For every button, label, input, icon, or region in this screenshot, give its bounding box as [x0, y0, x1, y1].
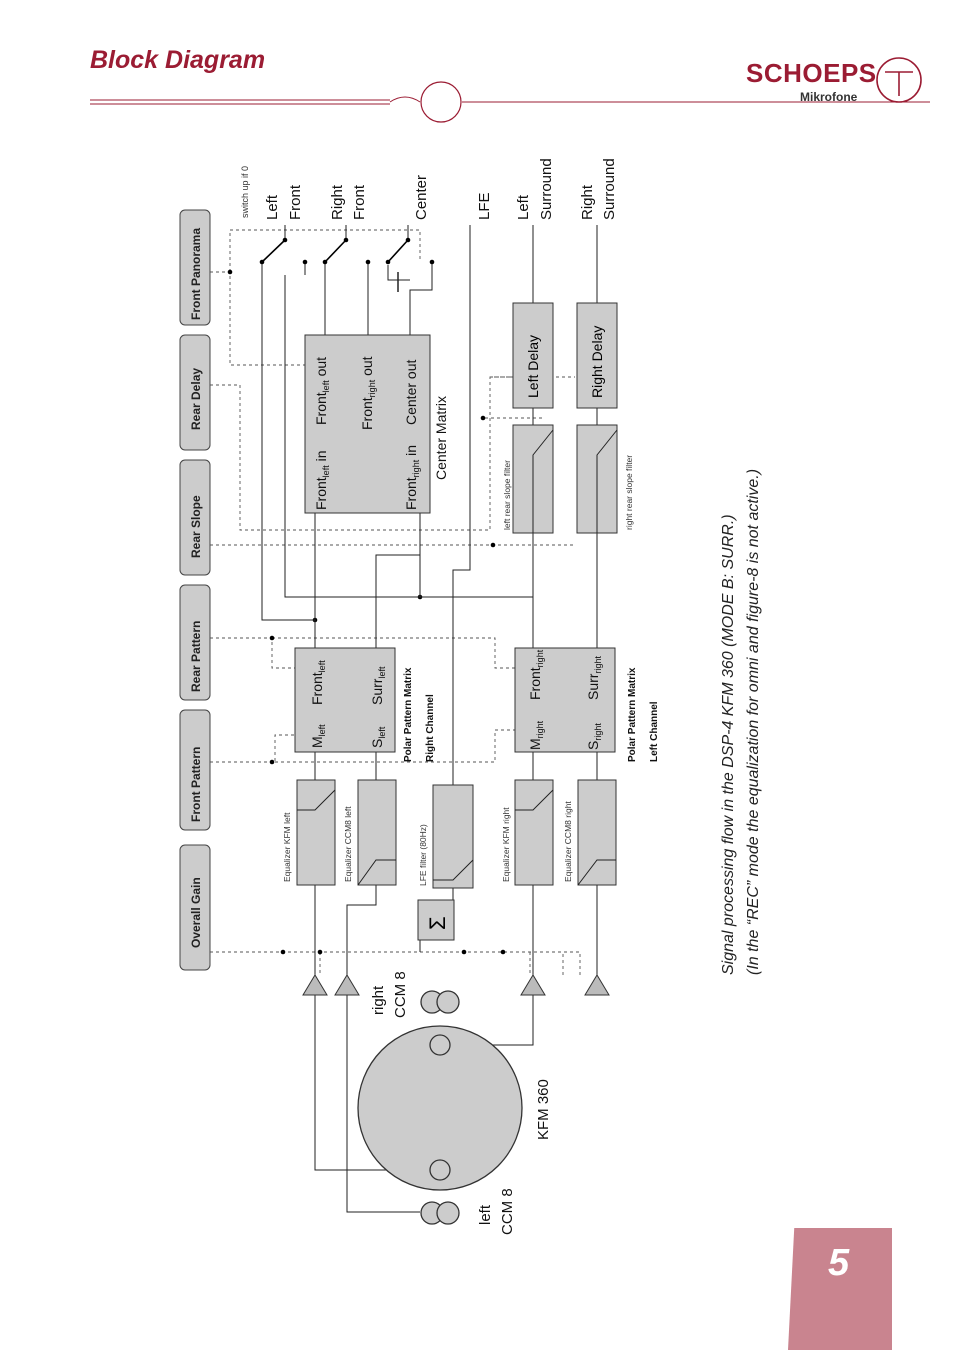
overall-gain-button[interactable] [179, 844, 211, 971]
rear-slope-button[interactable] [179, 459, 211, 576]
eq-kfm-right-box [514, 779, 554, 886]
ppm-left-box [514, 647, 616, 753]
eq-kfm-right-label: Equalizer KFM right [501, 807, 511, 882]
cm-center-out: Center out [403, 360, 419, 425]
overall-gain-label: Overall Gain [189, 877, 203, 948]
control-lines [210, 229, 581, 975]
front-pattern-label: Front Pattern [189, 747, 203, 822]
eq-kfm-left-box [296, 779, 336, 886]
mic-left-1: left [477, 1204, 494, 1225]
sum-box [417, 899, 455, 941]
junction-dots [227, 269, 506, 955]
right-delay-box [576, 302, 618, 409]
front-pattern-button[interactable] [179, 709, 211, 831]
cm-front-right-out: Frontright out [359, 356, 377, 430]
rear-pattern-label: Rear Pattern [189, 621, 203, 692]
ppm-left-m: Mright [527, 720, 545, 750]
brand-logo: SCHOEPS [746, 58, 877, 88]
ppm-left-label1: Polar Pattern Matrix [627, 667, 638, 762]
eq-ccm8-right-label: Equalizer CCM8 right [563, 801, 573, 882]
cm-front-left-in: Frontleft in [313, 451, 331, 511]
output-right-surround-1: Right [579, 184, 596, 220]
output-left-front-2: Front [287, 184, 304, 220]
header-rule [90, 81, 930, 123]
lfe-filter-box [432, 784, 474, 889]
rear-slope-label: Rear Slope [189, 495, 203, 558]
kfm-sphere [357, 1025, 523, 1191]
left-slope-filter-label: left rear slope filter [502, 460, 512, 530]
page-title: Block Diagram [90, 46, 266, 74]
rear-pattern-button[interactable] [179, 584, 211, 701]
control-buttons [179, 209, 211, 971]
mic-kfm: KFM 360 [535, 1079, 552, 1140]
center-matrix-box [304, 334, 431, 514]
output-left-surround-1: Left [515, 194, 532, 220]
microphones [357, 990, 523, 1225]
eq-ccm8-right-box [577, 779, 617, 886]
rear-delay-label: Rear Delay [189, 368, 203, 430]
signal-lines [261, 225, 598, 1213]
right-slope-filter-label: right rear slope filter [624, 455, 634, 530]
eq-kfm-left-label: Equalizer KFM left [282, 812, 292, 882]
ppm-right-front: Frontleft [309, 660, 327, 705]
output-left-front-1: Left [264, 194, 281, 220]
mic-left-2: CCM 8 [499, 1188, 516, 1235]
schoeps-logo-icon [876, 57, 922, 103]
switch-note: switch up if 0 [240, 166, 250, 218]
ppm-right-s: Sleft [369, 726, 387, 748]
mic-right-1: right [370, 985, 387, 1015]
output-right-front-1: Right [329, 184, 346, 220]
eq-ccm8-left-box [357, 779, 397, 886]
cm-front-right-in: Frontright in [403, 445, 421, 510]
output-right-surround-2: Surround [601, 158, 618, 220]
ppm-left-surr: Surrright [585, 656, 603, 700]
front-panorama-label: Front Panorama [189, 228, 203, 320]
ppm-left-s: Sright [585, 723, 603, 750]
ppm-right-box [294, 647, 396, 753]
output-left-surround-2: Surround [538, 158, 555, 220]
mic-right-2: CCM 8 [392, 971, 409, 1018]
page-number: 5 [828, 1242, 850, 1284]
ppm-right-label1: Polar Pattern Matrix [403, 667, 414, 762]
ppm-left-label2: Left Channel [649, 701, 660, 762]
lfe-filter-label: LFE filter (80Hz) [418, 824, 428, 886]
rear-delay-button[interactable] [179, 334, 211, 451]
right-delay-label: Right Delay [589, 326, 605, 398]
left-delay-box [512, 302, 554, 409]
output-right-front-2: Front [351, 184, 368, 220]
switches [261, 239, 409, 263]
ppm-left-front: Frontright [527, 649, 545, 700]
ppm-right-label2: Right Channel [425, 694, 436, 762]
page-number-tab: 5 [788, 1228, 892, 1350]
left-delay-label: Left Delay [525, 335, 541, 398]
output-center: Center [413, 175, 430, 220]
output-lfe: LFE [476, 192, 493, 220]
brand-subtitle: Mikrofone [800, 90, 858, 104]
center-matrix-label: Center Matrix [433, 396, 449, 480]
sum-symbol: Σ [425, 916, 450, 930]
caption-line2: (In the “REC” mode the equalization for … [745, 469, 762, 975]
caption-line1: Signal processing flow in the DSP-4 KFM … [720, 514, 737, 975]
ppm-right-surr: Surrleft [369, 666, 387, 705]
ppm-right-m: Mleft [309, 724, 327, 748]
front-panorama-button[interactable] [179, 209, 211, 326]
cm-front-left-out: Frontleft out [313, 357, 331, 425]
amplifiers [302, 974, 610, 996]
eq-ccm8-left-label: Equalizer CCM8 left [343, 806, 353, 882]
